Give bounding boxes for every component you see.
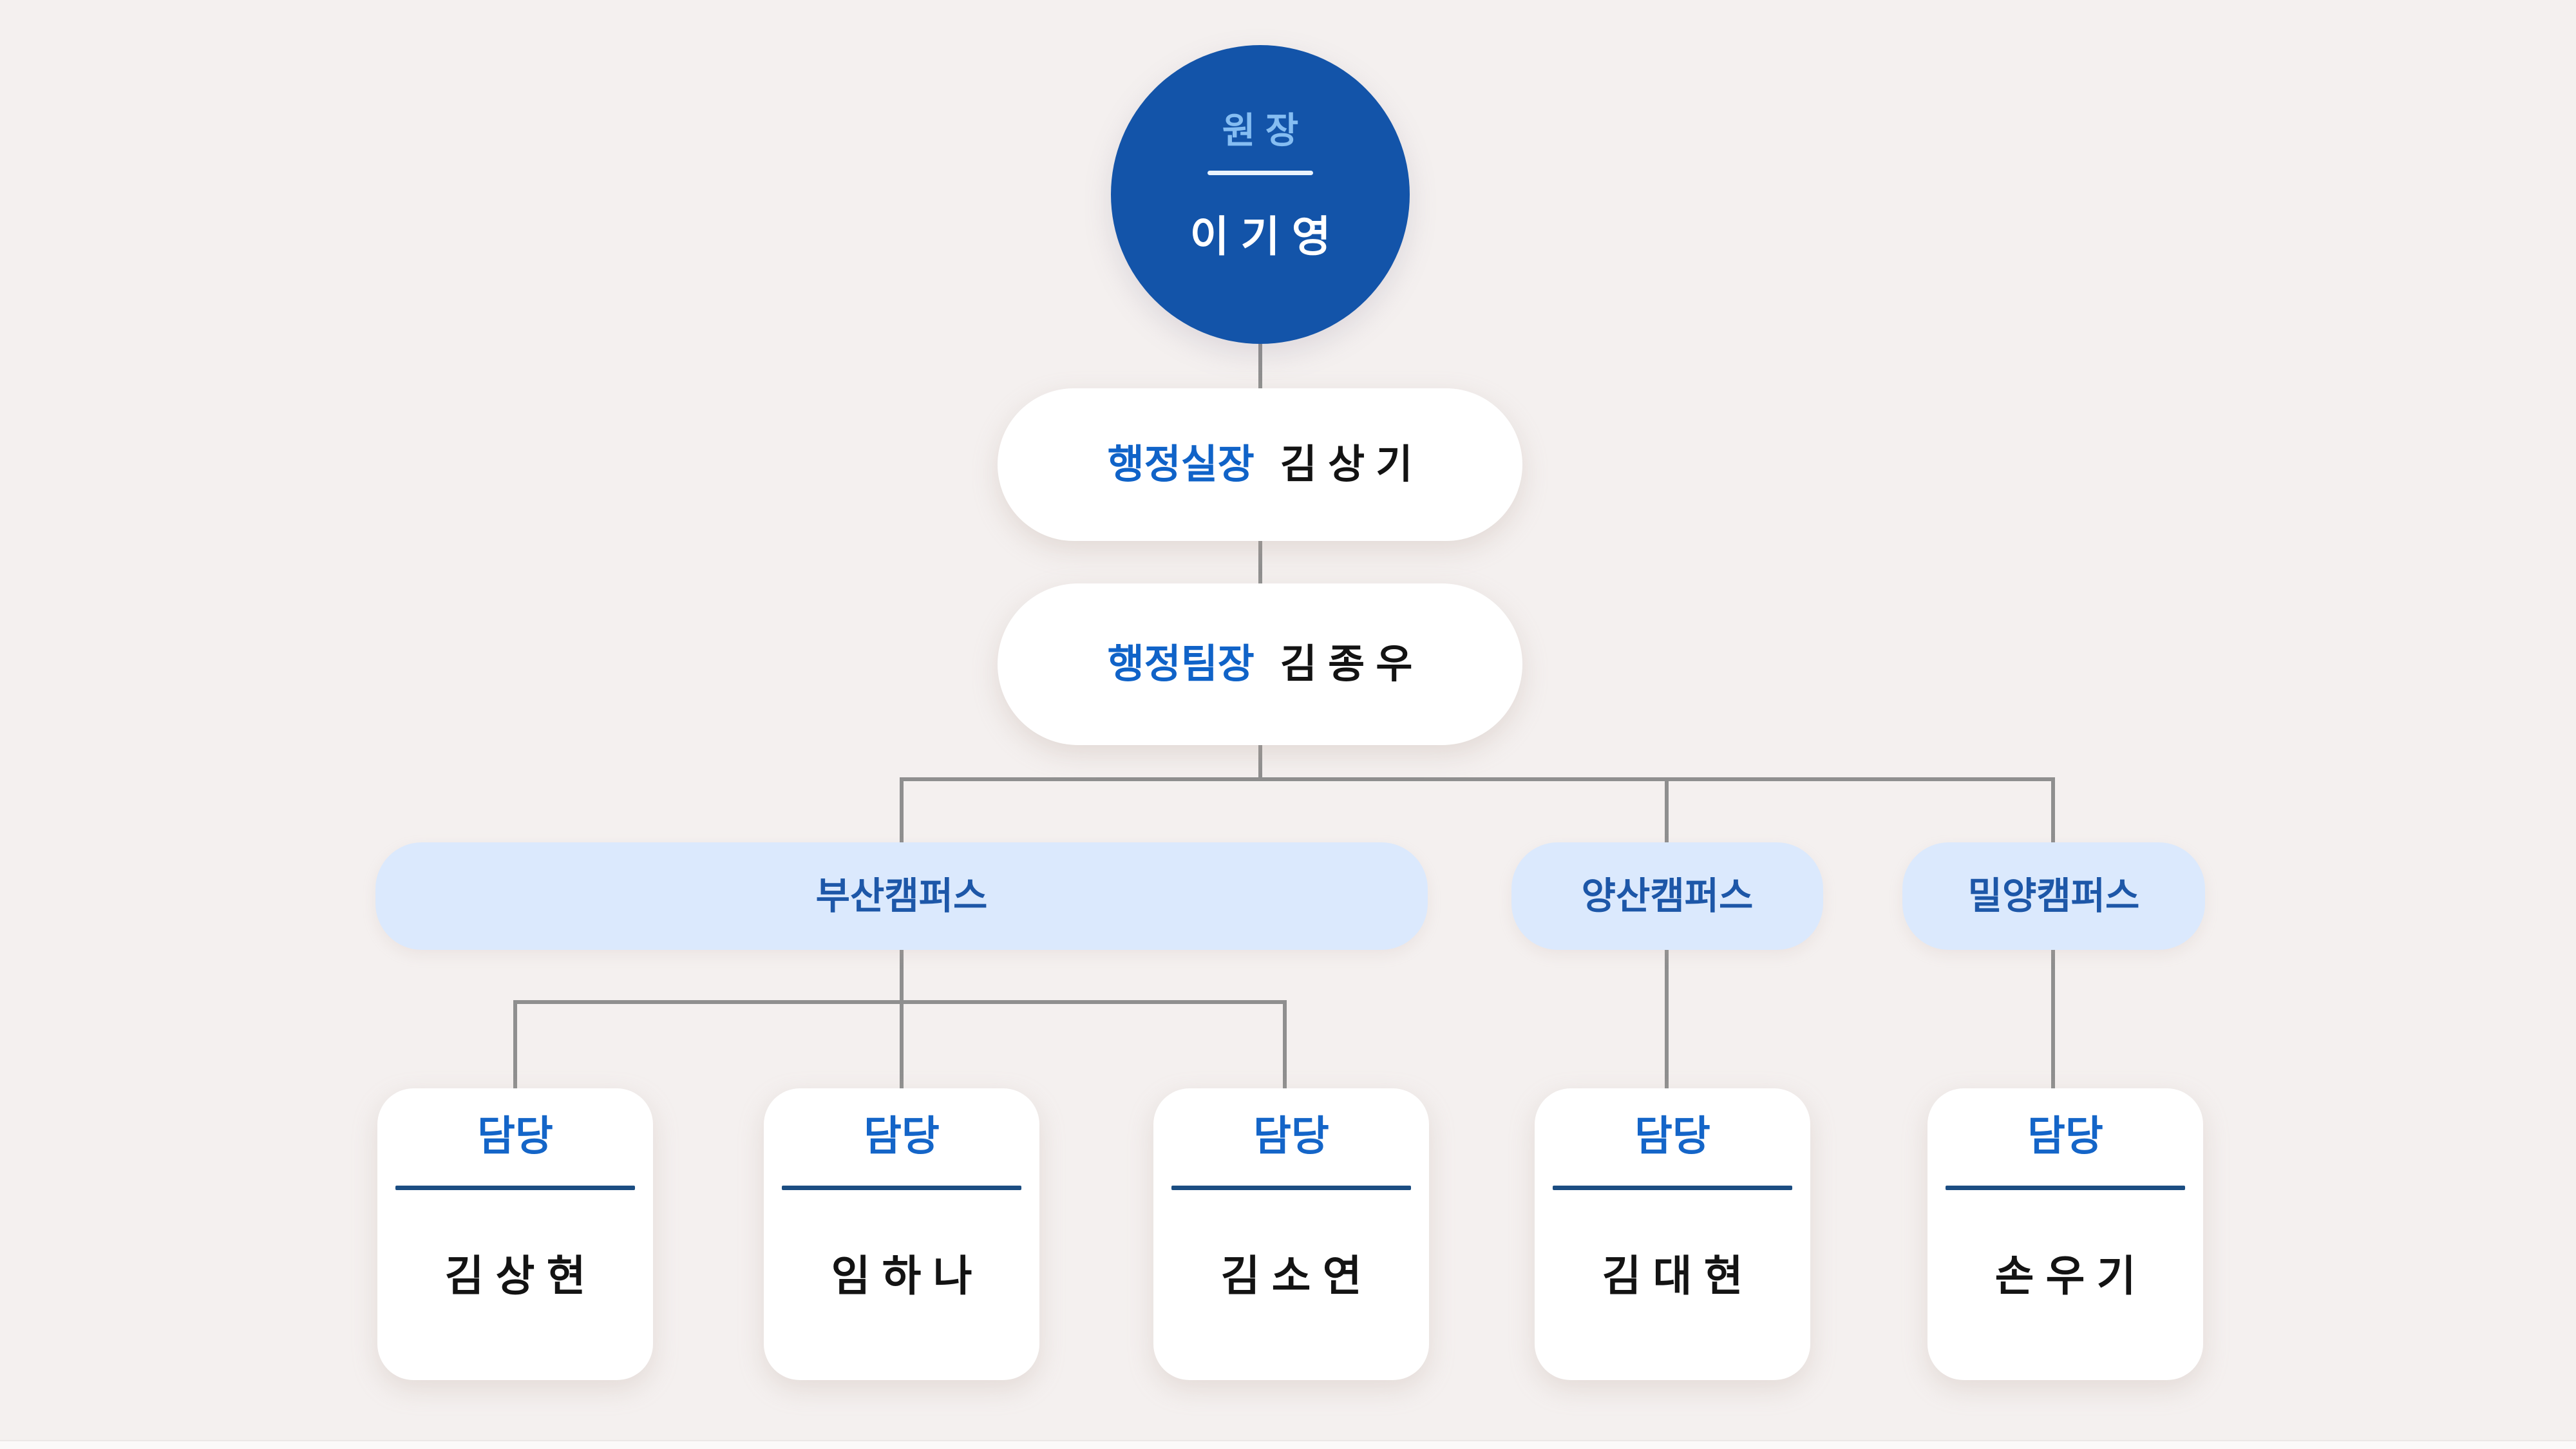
campus-pill-busan: 부산캠퍼스 — [375, 842, 1428, 950]
connector-yangsan-to-staff4 — [1665, 950, 1669, 1090]
page-bottom-edge — [0, 1440, 2576, 1449]
connector-drop-yangsan — [1665, 777, 1669, 844]
staff-role: 담당 — [2027, 1113, 2103, 1159]
connector-drop-staff3 — [1283, 1000, 1287, 1090]
connector-busan-down — [900, 950, 904, 1002]
manager-node-admin-team-leader: 행정팀장 김 종 우 — [998, 583, 1522, 745]
staff-card: 담당 김 대 현 — [1535, 1088, 1810, 1380]
director-node: 원 장 이 기 영 — [1111, 45, 1410, 344]
director-title: 원 장 — [1222, 109, 1299, 151]
staff-role: 담당 — [1634, 1113, 1710, 1159]
manager-name: 김 종 우 — [1280, 641, 1413, 687]
staff-role: 담당 — [477, 1113, 553, 1159]
director-name: 이 기 영 — [1189, 212, 1331, 260]
manager-name: 김 상 기 — [1280, 442, 1413, 487]
staff-divider — [1171, 1186, 1411, 1190]
manager-label: 행정실장 — [1107, 442, 1255, 487]
staff-divider — [395, 1186, 635, 1190]
campus-pill-yangsan: 양산캠퍼스 — [1511, 842, 1823, 950]
staff-card: 담당 임 하 나 — [764, 1088, 1039, 1380]
connector-drop-busan — [900, 777, 904, 844]
connector-manager1-to-manager2 — [1258, 541, 1262, 585]
staff-role: 담당 — [1253, 1113, 1329, 1159]
campus-label: 양산캠퍼스 — [1581, 875, 1754, 917]
staff-card: 담당 손 우 기 — [1927, 1088, 2203, 1380]
staff-name: 손 우 기 — [1994, 1252, 2136, 1300]
campus-pill-miryang: 밀양캠퍼스 — [1902, 842, 2205, 950]
staff-name: 김 대 현 — [1602, 1252, 1743, 1300]
staff-name: 김 상 현 — [444, 1252, 586, 1300]
connector-drop-staff2 — [900, 1000, 904, 1090]
staff-card: 담당 김 소 연 — [1153, 1088, 1429, 1380]
campus-label: 부산캠퍼스 — [815, 875, 988, 917]
director-divider — [1208, 170, 1313, 175]
campus-label: 밀양캠퍼스 — [1967, 875, 2140, 917]
staff-name: 김 소 연 — [1220, 1252, 1362, 1300]
manager-label: 행정팀장 — [1107, 641, 1255, 687]
connector-drop-miryang — [2051, 777, 2055, 844]
connector-campus-bus — [900, 777, 2055, 781]
connector-miryang-to-staff5 — [2051, 950, 2055, 1090]
connector-director-to-manager1 — [1258, 344, 1262, 390]
staff-name: 임 하 나 — [831, 1252, 972, 1300]
staff-divider — [1946, 1186, 2185, 1190]
manager-node-admin-office-head: 행정실장 김 상 기 — [998, 388, 1522, 541]
staff-divider — [782, 1186, 1021, 1190]
staff-role: 담당 — [864, 1113, 940, 1159]
connector-drop-staff1 — [513, 1000, 517, 1090]
staff-card: 담당 김 상 현 — [377, 1088, 653, 1380]
connector-manager2-down — [1258, 745, 1262, 779]
staff-divider — [1553, 1186, 1792, 1190]
